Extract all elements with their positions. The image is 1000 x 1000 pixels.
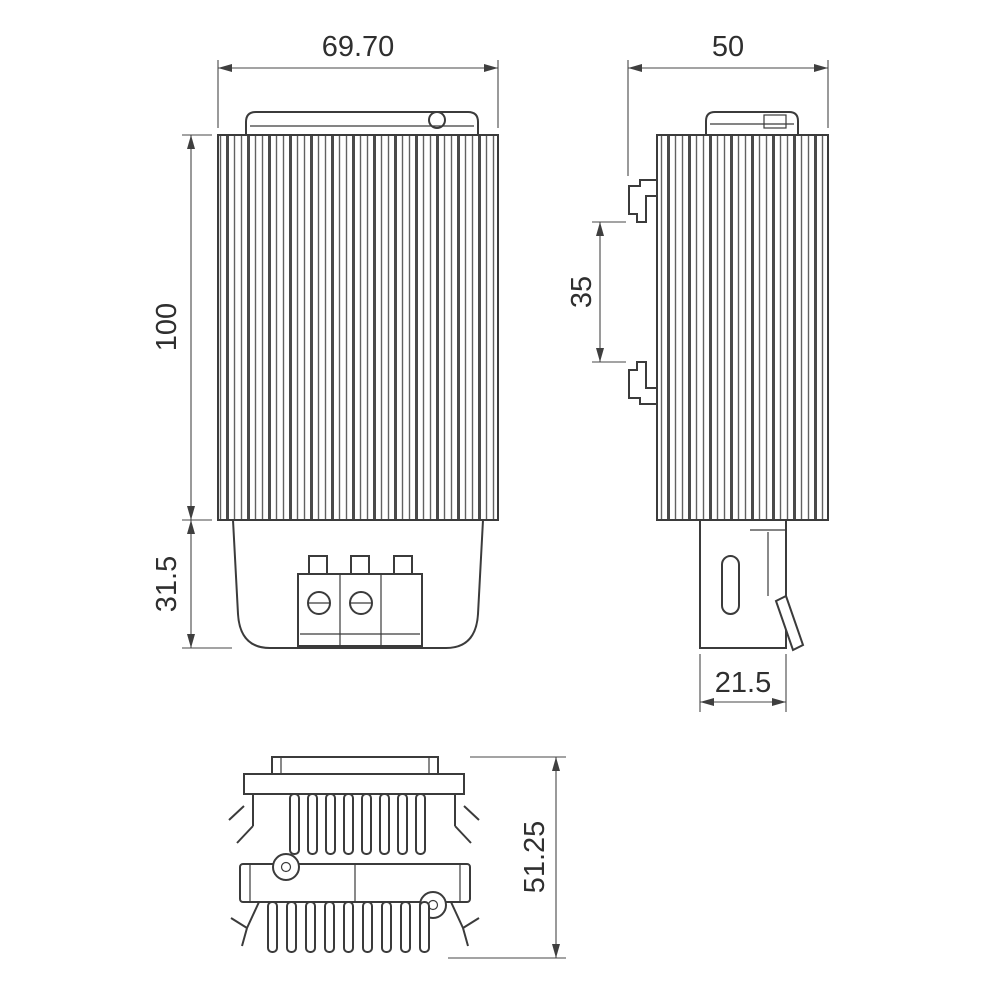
clip-screw-left bbox=[272, 853, 300, 881]
bottom-view bbox=[228, 756, 566, 959]
bottom-dimension-arrows bbox=[552, 757, 560, 958]
front-knob-icon bbox=[428, 111, 446, 129]
fin bbox=[397, 793, 408, 855]
fin bbox=[400, 901, 411, 953]
terminal-clamp-3 bbox=[393, 555, 413, 575]
fin bbox=[361, 793, 372, 855]
front-heater-body bbox=[217, 134, 499, 521]
fin bbox=[362, 901, 373, 953]
bottom-cap-band bbox=[271, 756, 439, 775]
dim-label-terminal-height: 31.5 bbox=[151, 556, 183, 612]
side-foot-slot bbox=[721, 555, 740, 615]
dim-label-front-height: 100 bbox=[151, 303, 183, 351]
dim-label-front-width: 69.70 bbox=[322, 31, 395, 63]
side-dimension-arrows bbox=[596, 64, 828, 706]
fin bbox=[343, 793, 354, 855]
dimension-labels: 69.70 100 31.5 50 35 21.5 51.25 bbox=[151, 31, 771, 893]
fin bbox=[324, 901, 335, 953]
fin bbox=[307, 793, 318, 855]
dim-label-bottom-height: 51.25 bbox=[519, 821, 551, 894]
front-view bbox=[182, 60, 499, 649]
bottom-upper-fin-array bbox=[289, 793, 426, 855]
fin bbox=[343, 901, 354, 953]
side-heater-body bbox=[656, 134, 829, 521]
fin-branch-top-left bbox=[228, 794, 254, 844]
din-clip-lower-hook bbox=[628, 361, 658, 405]
fin bbox=[325, 793, 336, 855]
fin-branch-bottom-left bbox=[230, 901, 260, 947]
dim-label-din-rail: 35 bbox=[566, 276, 598, 308]
bottom-detail-lines bbox=[249, 757, 461, 911]
fin bbox=[305, 901, 316, 953]
bottom-corner-fins bbox=[228, 794, 480, 947]
fin bbox=[415, 793, 426, 855]
fin bbox=[286, 901, 297, 953]
fin bbox=[379, 793, 390, 855]
fin bbox=[419, 901, 430, 953]
side-detail-lines bbox=[710, 114, 794, 596]
terminal-clamp-1 bbox=[308, 555, 328, 575]
din-clip-upper-hook bbox=[628, 179, 658, 223]
front-top-cap bbox=[245, 111, 479, 136]
front-detail-lines bbox=[250, 125, 474, 646]
bottom-dimension-lines bbox=[448, 756, 566, 959]
front-dimension-lines bbox=[182, 60, 499, 649]
fin-branch-top-right bbox=[454, 794, 480, 844]
fin-branch-bottom-right bbox=[450, 901, 480, 947]
side-dimension-lines bbox=[592, 60, 829, 712]
dim-label-foot-depth: 21.5 bbox=[715, 667, 771, 699]
side-foot bbox=[699, 519, 787, 649]
front-dimension-arrows bbox=[187, 64, 498, 648]
bottom-lower-fin-array bbox=[267, 901, 430, 953]
bottom-housing-edge bbox=[243, 773, 465, 795]
fin bbox=[381, 901, 392, 953]
terminal-clamp-2 bbox=[350, 555, 370, 575]
fin bbox=[267, 901, 278, 953]
side-view bbox=[592, 60, 829, 712]
dim-label-side-depth: 50 bbox=[712, 31, 744, 63]
din-release-lever bbox=[774, 594, 805, 652]
fin bbox=[289, 793, 300, 855]
